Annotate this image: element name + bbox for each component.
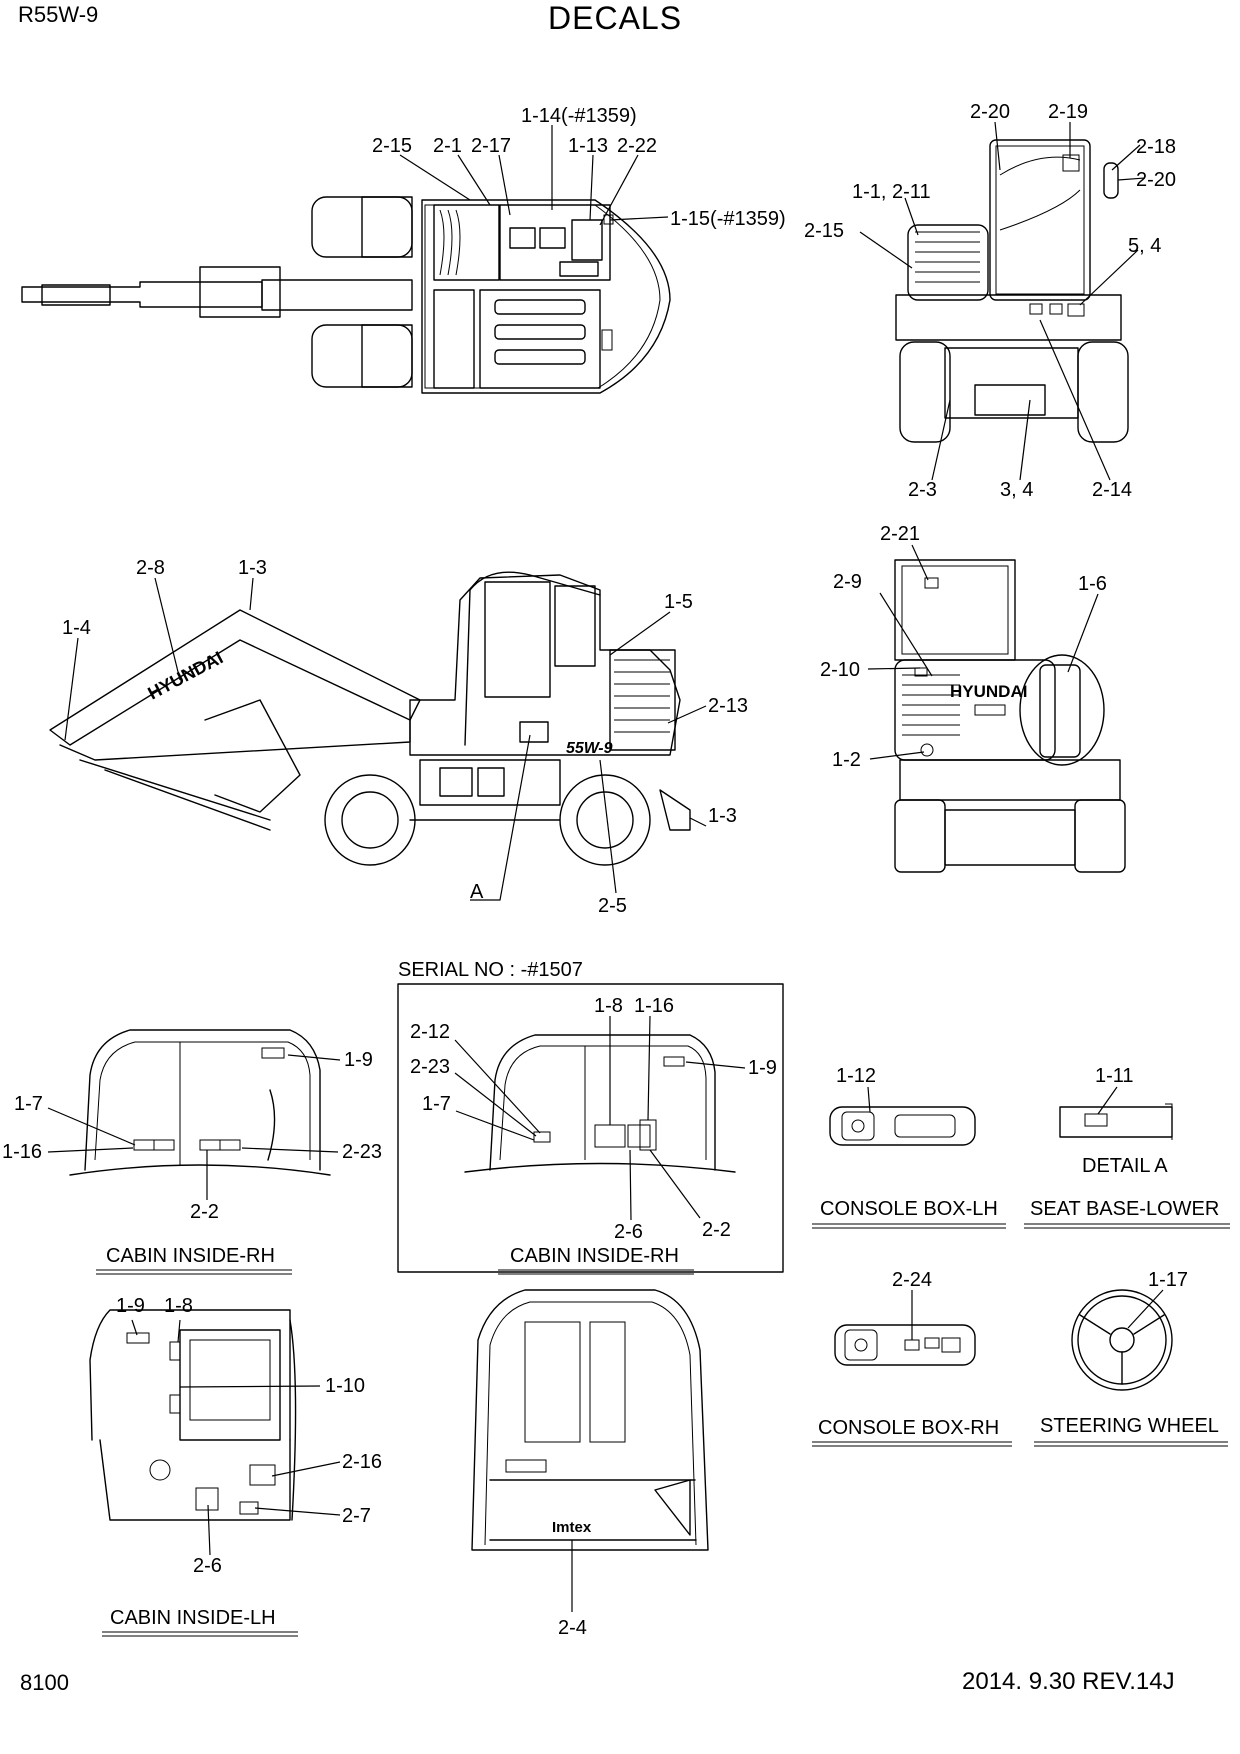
callout-label: 2-10: [820, 659, 860, 681]
callout-label: 2-20: [970, 101, 1010, 123]
callout-label: 2-23: [342, 1141, 382, 1163]
callout-label: 1-16: [634, 995, 674, 1017]
callout-label: 2-5: [598, 895, 627, 917]
rear-view-drawing: [895, 139, 1129, 443]
caption-cabin-inside-lh: CABIN INSIDE-LH: [110, 1607, 276, 1629]
callout-label: 2-22: [617, 135, 657, 157]
callout-label: 1-7: [14, 1093, 43, 1115]
callout-label: 1-12: [836, 1065, 876, 1087]
caption-console-box-rh: CONSOLE BOX-RH: [818, 1417, 999, 1439]
steering-wheel-drawing: [1071, 1289, 1173, 1391]
console-rh-drawing: [834, 1324, 976, 1366]
callout-label: 1-3: [238, 557, 267, 579]
callout-label: 1-2: [832, 749, 861, 771]
revision-date: 2014. 9.30 REV.14J: [962, 1668, 1175, 1695]
callout-label: 2-2: [702, 1219, 731, 1241]
cabin-door-drawing: [471, 1289, 709, 1551]
caption-steering-wheel: STEERING WHEEL: [1040, 1415, 1219, 1437]
callout-label: 1-10: [325, 1375, 365, 1397]
callout-label: 1-9: [748, 1057, 777, 1079]
callout-label: A: [470, 881, 484, 903]
callout-labels: 2-15 2-1 2-17 1-14(-#1359) 1-13 2-22 1-1…: [2, 101, 1188, 1639]
caption-cabin-inside-rh-2: CABIN INSIDE-RH: [510, 1245, 679, 1267]
callout-label: 2-17: [471, 135, 511, 157]
callout-label: 2-21: [880, 523, 920, 545]
callout-label: 2-14: [1092, 479, 1132, 501]
callout-label: 2-3: [908, 479, 937, 501]
counterweight-brand-text: HYUNDAI: [950, 682, 1027, 701]
callout-label: 1-8: [164, 1295, 193, 1317]
callout-label: 5, 4: [1128, 235, 1161, 257]
callout-label: 2-9: [833, 571, 862, 593]
callout-label: 2-15: [372, 135, 412, 157]
callout-label: 2-4: [558, 1617, 587, 1639]
callout-label: 1-3: [708, 805, 737, 827]
front-view-drawing: [894, 559, 1126, 873]
callout-label: 2-8: [136, 557, 165, 579]
callout-label: 1-9: [116, 1295, 145, 1317]
callout-label: 1-7: [422, 1093, 451, 1115]
cabin-rh-drawing: [69, 1029, 331, 1176]
callout-label: 2-6: [193, 1555, 222, 1577]
model-number: R55W-9: [18, 2, 99, 27]
top-view-drawing: [21, 196, 671, 394]
callout-label: 1-13: [568, 135, 608, 157]
page-title: DECALS: [548, 0, 683, 36]
callout-label: 1-14(-#1359): [521, 105, 637, 127]
callout-label: 1-15(-#1359): [670, 208, 786, 230]
callout-label: 2-12: [410, 1021, 450, 1043]
caption-cabin-inside-rh: CABIN INSIDE-RH: [106, 1245, 275, 1267]
side-model-text: 55W-9: [566, 740, 613, 757]
callout-label: 2-15: [804, 220, 844, 242]
view-captions: SERIAL NO : -#1507 CABIN INSIDE-RH CABIN…: [96, 959, 1230, 1637]
caption-console-box-lh: CONSOLE BOX-LH: [820, 1198, 998, 1220]
side-view-drawing: [49, 571, 691, 866]
callout-label: 2-7: [342, 1505, 371, 1527]
callout-label: 3, 4: [1000, 479, 1033, 501]
caption-detail-a: DETAIL A: [1082, 1155, 1168, 1177]
serial-box-title: SERIAL NO : -#1507: [398, 959, 583, 981]
callout-label: 1-6: [1078, 573, 1107, 595]
callout-label: 2-20: [1136, 169, 1176, 191]
callout-label: 1-11: [1095, 1065, 1134, 1087]
page-number: 8100: [20, 1670, 69, 1695]
callout-label: 1-8: [594, 995, 623, 1017]
callout-label: 2-6: [614, 1221, 643, 1243]
seat-base-drawing: [1059, 1103, 1173, 1140]
callout-label: 1-1, 2-11: [852, 181, 931, 203]
callout-label: 2-13: [708, 695, 748, 717]
callout-label: 2-18: [1136, 136, 1176, 158]
callout-label: 1-5: [664, 591, 693, 613]
serial-box: [397, 983, 784, 1273]
callout-label: 1-16: [2, 1141, 42, 1163]
callout-label: 2-19: [1048, 101, 1088, 123]
callout-label: 2-23: [410, 1056, 450, 1078]
callout-label: 2-2: [190, 1201, 219, 1223]
caption-seat-base-lower: SEAT BASE-LOWER: [1030, 1198, 1219, 1220]
cabin-lh-drawing: [89, 1309, 297, 1521]
callout-label: 1-17: [1148, 1269, 1188, 1291]
callout-label: 2-16: [342, 1451, 382, 1473]
leader-lines: [47, 121, 1164, 1612]
boom-brand-text: HYUNDAI: [144, 647, 226, 703]
callout-label: 2-1: [433, 135, 462, 157]
door-brand-text: Imtex: [552, 1519, 592, 1536]
callout-label: 1-9: [344, 1049, 373, 1071]
callout-label: 1-4: [62, 617, 91, 639]
console-lh-drawing: [829, 1106, 976, 1146]
callout-label: 2-24: [892, 1269, 932, 1291]
